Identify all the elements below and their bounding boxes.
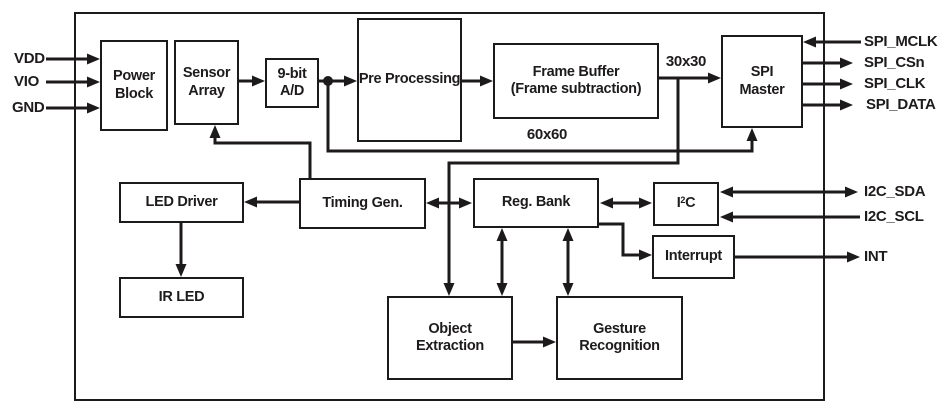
block-pre-processing: Pre Processing: [357, 18, 462, 142]
i2c-label-post: C: [685, 195, 696, 212]
block-interrupt: Interrupt: [652, 235, 735, 279]
bus-label-30x30: 30x30: [665, 53, 707, 70]
block-frame-buffer-label: Frame Buffer (Frame subtraction): [510, 63, 642, 98]
pin-label-vio: VIO: [14, 73, 39, 90]
block-led-driver: LED Driver: [119, 182, 244, 223]
pin-label-spi-data: SPI_DATA: [866, 96, 936, 113]
frame-buffer-line1: Frame Buffer: [532, 63, 620, 80]
block-sensor-array-label: Sensor Array: [182, 65, 231, 99]
block-adc: 9-bit A/D: [265, 58, 319, 108]
block-timing-gen: Timing Gen.: [299, 178, 426, 229]
arrowheads: [87, 36, 860, 348]
block-reg-bank: Reg. Bank: [473, 178, 599, 228]
block-pre-processing-label: Pre Processing: [358, 71, 461, 88]
block-frame-buffer: Frame Buffer (Frame subtraction): [493, 43, 659, 119]
block-i2c: I2C: [653, 182, 719, 226]
block-timing-gen-label: Timing Gen.: [322, 194, 403, 211]
block-i2c-label: I2C: [677, 195, 696, 212]
pin-label-spi-csn: SPI_CSn: [864, 54, 925, 71]
pin-label-gnd: GND: [12, 99, 45, 116]
chip-boundary: [74, 12, 825, 401]
wire-junction-dot: [323, 76, 333, 86]
block-ir-led-label: IR LED: [158, 288, 205, 305]
block-object-extraction: Object Extraction: [387, 296, 513, 380]
block-interrupt-label: Interrupt: [665, 248, 722, 265]
bus-label-60x60: 60x60: [526, 126, 568, 143]
pin-label-spi-mclk: SPI_MCLK: [864, 33, 938, 50]
pin-label-i2c-sda: I2C_SDA: [864, 183, 926, 200]
block-spi-master: SPI Master: [721, 35, 803, 128]
i2c-label-sup: 2: [680, 195, 686, 206]
block-gesture-recognition-label: Gesture Recognition: [579, 320, 660, 354]
block-led-driver-label: LED Driver: [145, 193, 218, 210]
block-ir-led: IR LED: [119, 277, 244, 318]
i2c-label-base: I: [676, 195, 681, 212]
block-object-extraction-label: Object Extraction: [416, 320, 484, 354]
block-power: Power Block: [100, 40, 168, 131]
block-adc-label: 9-bit A/D: [277, 65, 307, 99]
block-reg-bank-label: Reg. Bank: [501, 194, 571, 211]
pin-label-i2c-scl: I2C_SCL: [864, 208, 924, 225]
block-power-label: Power Block: [112, 68, 155, 102]
pin-label-int: INT: [864, 248, 888, 265]
pin-label-vdd: VDD: [14, 50, 45, 67]
block-spi-master-label: SPI Master: [739, 64, 785, 98]
block-gesture-recognition: Gesture Recognition: [556, 296, 683, 380]
block-sensor-array: Sensor Array: [174, 40, 239, 125]
frame-buffer-line2: (Frame subtraction): [510, 81, 642, 97]
pin-label-spi-clk: SPI_CLK: [864, 75, 926, 92]
